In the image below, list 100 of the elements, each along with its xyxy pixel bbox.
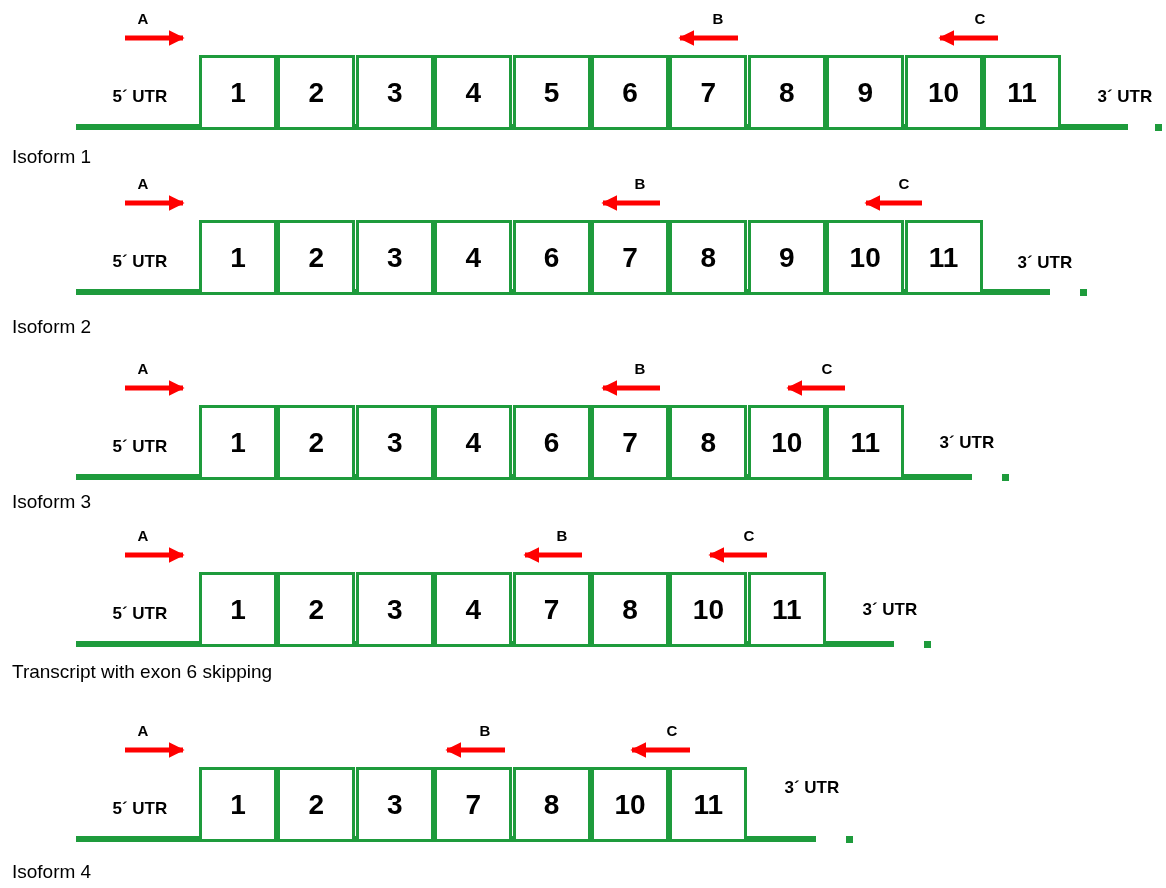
exon-number: 7 [622, 426, 638, 459]
exon-box [669, 55, 748, 130]
exon-number: 1 [230, 426, 246, 459]
exon-number: 2 [308, 788, 325, 821]
exon-number: 3 [387, 241, 403, 274]
exon-number: 3 [387, 76, 403, 109]
exon-number: 10 [692, 593, 724, 626]
exon-box [277, 55, 356, 130]
primer-label: C [743, 526, 755, 544]
exon-number: 8 [700, 241, 717, 274]
exon-box [199, 405, 277, 480]
transcript-caption: Isoform 2 [12, 316, 92, 338]
exon-number: 7 [465, 788, 481, 821]
transcript-caption: Transcript with exon 6 skipping [12, 661, 273, 683]
utr-label: 3´ UTR [1097, 87, 1153, 107]
exon-number: 10 [849, 241, 881, 274]
exon-box [355, 55, 434, 130]
exon-box [669, 220, 748, 295]
utr-label: 5´ UTR [112, 604, 168, 624]
exon-box [434, 405, 513, 480]
primer-label: A [137, 174, 149, 192]
exon-number: 5 [543, 76, 560, 109]
primer-label: A [137, 9, 149, 27]
exon-box [591, 220, 669, 295]
exon-number: 11 [850, 426, 880, 459]
exon-box [512, 55, 591, 130]
exon-box [355, 767, 434, 842]
primer-label: C [974, 9, 986, 27]
exon-box [199, 220, 277, 295]
exon-box [199, 767, 277, 842]
exon-number: 1 [230, 788, 246, 821]
exon-box [983, 55, 1061, 130]
exon-box [904, 55, 983, 130]
exon-number: 4 [465, 241, 481, 274]
exon-box [747, 572, 826, 647]
exon-number: 3 [387, 788, 403, 821]
exon-number: 11 [772, 593, 802, 626]
exon-number: 8 [622, 593, 638, 626]
exon-box [747, 220, 826, 295]
exon-number: 9 [779, 241, 795, 274]
exon-box [512, 767, 591, 842]
exon-number: 8 [543, 788, 560, 821]
primer-label: C [821, 359, 833, 377]
exon-box [355, 220, 434, 295]
exon-number: 11 [693, 788, 724, 821]
exon-number: 11 [1007, 76, 1037, 109]
exon-box [355, 405, 434, 480]
exon-box [512, 405, 591, 480]
exon-number: 7 [700, 76, 717, 109]
exon-number: 4 [465, 593, 481, 626]
exon-number: 8 [700, 426, 717, 459]
exon-number: 2 [308, 593, 325, 626]
exon-number: 8 [779, 76, 795, 109]
exon-number: 1 [230, 241, 246, 274]
exon-box [199, 55, 277, 130]
exon-number: 10 [614, 788, 646, 821]
exon-number: 3 [387, 593, 403, 626]
primer-label: C [898, 174, 910, 192]
exon-number: 3 [387, 426, 403, 459]
primer-label: B [634, 174, 646, 192]
exon-number: 7 [543, 593, 560, 626]
exon-box [591, 55, 669, 130]
primer-label: B [479, 721, 491, 739]
exon-box [826, 405, 905, 480]
exon-number: 10 [928, 76, 960, 109]
exon-box [512, 572, 591, 647]
exon-number: 4 [465, 426, 481, 459]
exon-number: 6 [622, 76, 638, 109]
transcript-caption: Isoform 3 [12, 491, 92, 513]
exon-box [591, 405, 669, 480]
utr-label: 3´ UTR [862, 600, 918, 620]
exon-number: 6 [543, 426, 560, 459]
exon-box [512, 220, 591, 295]
transcript-caption: Isoform 1 [12, 146, 92, 168]
exon-box [591, 767, 669, 842]
transcript-caption: Isoform 4 [12, 861, 92, 883]
exon-number: 2 [308, 76, 325, 109]
exon-number: 11 [928, 241, 959, 274]
utr-label: 5´ UTR [112, 799, 168, 819]
exon-box [826, 55, 905, 130]
exon-box [904, 220, 983, 295]
primer-label: C [666, 721, 678, 739]
exon-box [434, 572, 513, 647]
exon-number: 1 [230, 76, 246, 109]
exon-number: 6 [543, 241, 560, 274]
exon-number: 9 [857, 76, 873, 109]
exon-box [199, 572, 277, 647]
exon-box [434, 55, 513, 130]
exon-box [434, 767, 513, 842]
primer-label: B [634, 359, 646, 377]
exon-box [277, 220, 356, 295]
exon-number: 2 [308, 241, 325, 274]
primer-label: A [137, 359, 149, 377]
utr-label: 3´ UTR [1017, 253, 1073, 273]
exon-box [826, 220, 905, 295]
exon-number: 2 [308, 426, 325, 459]
exon-box [747, 405, 826, 480]
utr-label: 5´ UTR [112, 87, 168, 107]
exon-box [434, 220, 513, 295]
exon-number: 10 [771, 426, 803, 459]
